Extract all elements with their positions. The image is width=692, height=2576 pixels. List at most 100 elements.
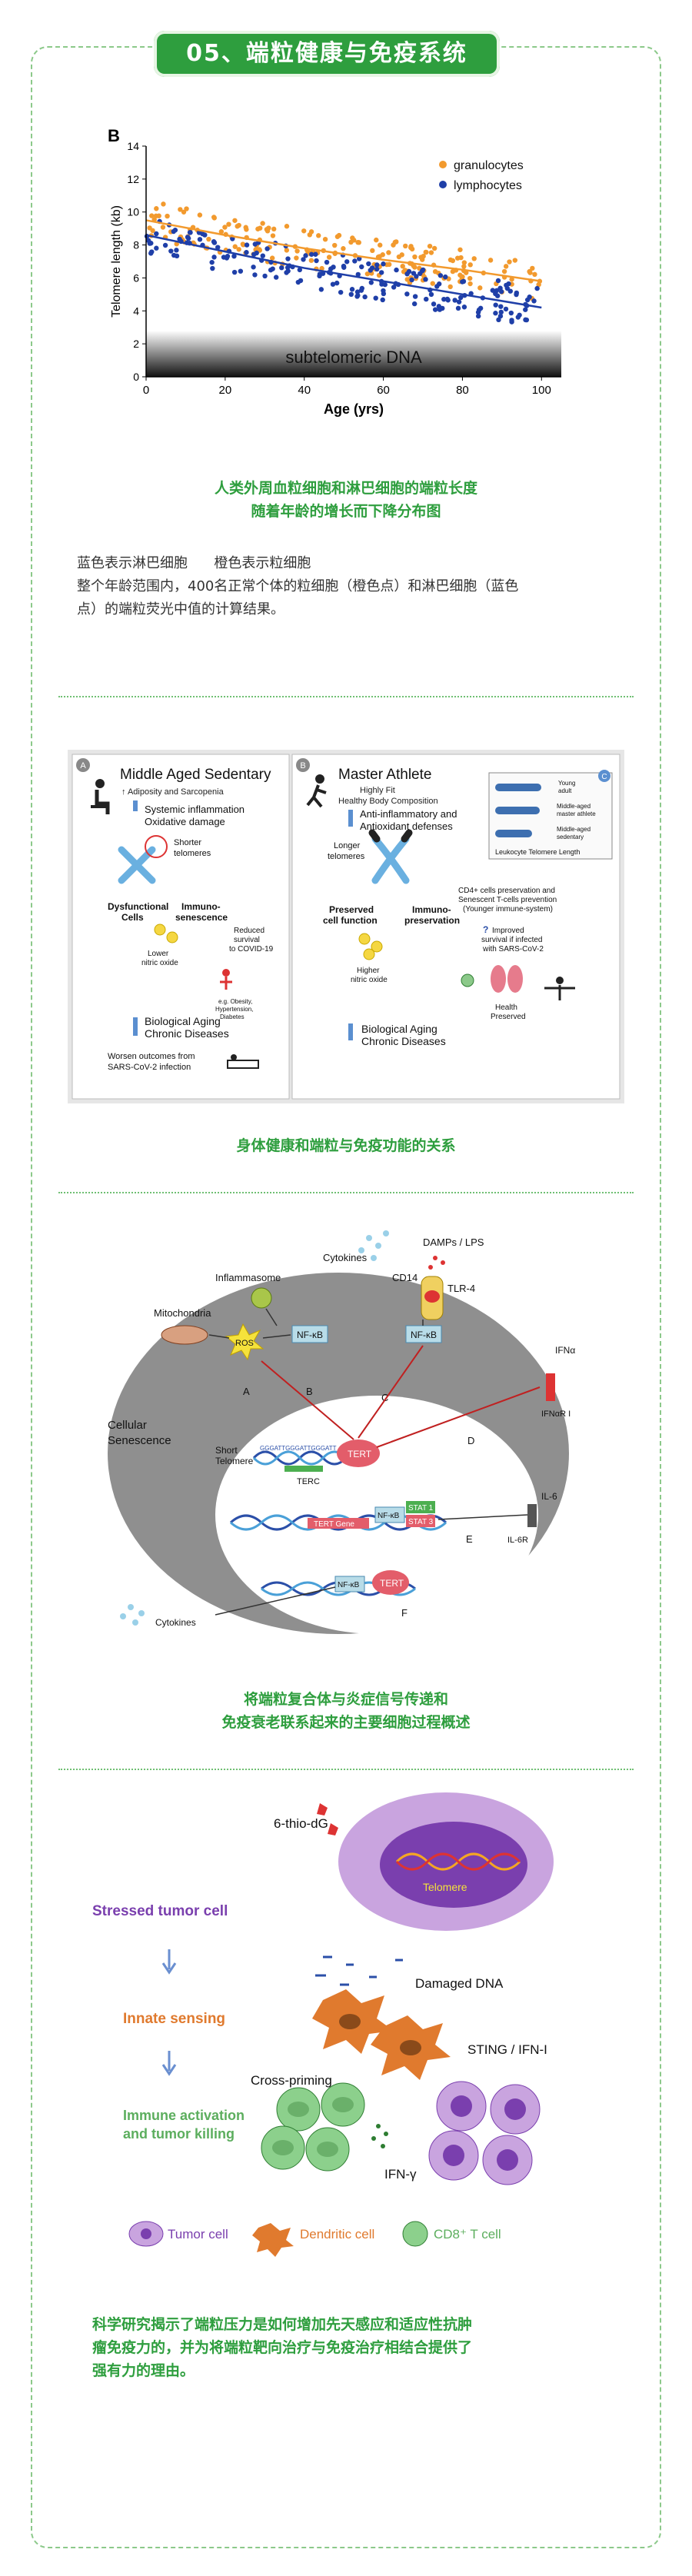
pathway-arrows [261,1345,541,1448]
panel-b-badge [296,758,310,772]
nfkb-bottom-label: NF-κB [338,1581,360,1589]
panel-a-aging: Biological Aging [145,1015,221,1027]
scatter-point-granulocytes [467,275,473,281]
scatter-point-lymphocytes [527,295,532,300]
section3-caption-line1: 将端粒复合体与炎症信号传递和 [243,1691,448,1708]
panel-b-cd4-1: CD4+ cells preservation and [458,887,555,895]
telomere-label: Telomere [423,1881,467,1893]
scatter-point-granulocytes [501,268,507,275]
nitric-oxide-icon [358,933,383,960]
scatter-point-granulocytes [536,281,541,288]
panel-a-eg1: e.g. Obesity, [218,998,252,1005]
ifna-label: IFNα [555,1345,575,1356]
scatter-point-lymphocytes [244,250,249,255]
scatter-point-lymphocytes [314,258,319,264]
scatter-point-granulocytes [509,277,514,282]
mitochondria-icon [161,1325,208,1345]
trend-line-lymphocytes [145,234,542,309]
scatter-point-lymphocytes [504,285,511,291]
scatter-point-granulocytes [181,209,187,215]
scatter-point-granulocytes [471,256,477,261]
scatter-point-granulocytes [428,250,434,255]
scatter-point-granulocytes [507,259,512,265]
scatter-point-granulocytes [387,261,392,268]
nfkb-right-label: NF-κB [411,1330,437,1340]
ifnar-label: IFNαR I [541,1409,571,1419]
scatter-point-granulocytes [257,225,263,231]
cytokines-bottom-label: Cytokines [155,1617,196,1628]
y-tick-label: 0 [133,371,139,383]
scatter-point-lymphocytes [517,312,522,318]
cytokines-top-label: Cytokines [323,1252,368,1263]
trend-line-granulocytes [145,219,542,282]
scatter-point-lymphocytes [374,266,380,272]
scatter-point-granulocytes [457,247,463,252]
tert-protein-icon [372,1570,409,1595]
scatter-point-granulocytes [467,262,473,268]
scatter-point-granulocytes [370,248,375,254]
senescence-label: Senescence [108,1434,171,1447]
immune-activation-label: Immune activation [123,2108,245,2123]
scatter-point-granulocytes [530,265,535,271]
scatter-point-granulocytes [150,228,155,234]
scatter-point-granulocytes [404,277,410,282]
panel-a-letter: A [80,761,86,770]
scatter-point-lymphocytes [534,285,540,291]
pathway-letter-f: F [401,1607,408,1619]
scatter-point-lymphocytes [455,305,461,311]
scatter-point-lymphocytes [414,274,419,279]
cellular-label: Cellular [108,1419,147,1432]
tert-label-bottom: TERT [380,1578,404,1589]
scatter-point-lymphocytes [391,285,397,290]
question-mark-icon: ? [483,924,488,935]
scatter-point-granulocytes [149,213,155,218]
scatter-point-lymphocytes [148,251,154,256]
tert-gene-label: TERT Gene [314,1520,354,1529]
x-tick-label: 0 [143,384,149,397]
scatter-point-granulocytes [408,244,414,249]
panel-c-ms2: sedentary [557,834,584,840]
panel-a-title: Middle Aged Sedentary [120,767,271,783]
thio-dg-label: 6-thio-dG [274,1816,328,1831]
scatter-point-lymphocytes [352,258,358,264]
stat3-label: STAT 3 [408,1518,434,1526]
scatter-point-lymphocytes [341,265,347,270]
scatter-point-granulocytes [307,232,312,238]
scatter-point-granulocytes [211,215,217,220]
legend-dendritic-cell: Dendritic cell [300,2227,374,2242]
tert-label-top: TERT [348,1449,372,1459]
senescence-cell-diagram: Cytokines DAMPs / LPS CD14 TLR-4 Inflamm… [108,1230,575,1634]
cd8-t-cell-legend-icon [402,2221,428,2247]
section4-caption-line3: 强有力的理由。 [92,2362,195,2379]
scatter-point-granulocytes [301,228,307,234]
scatter-point-granulocytes [532,271,537,278]
panel-a-shorter: Shorter [174,838,201,847]
x-tick-label: 80 [456,384,469,397]
scatter-point-granulocytes [161,201,166,207]
scatter-point-granulocytes [378,242,383,248]
tumor-immunity-diagram: 6-thio-dG Telomere Stressed tumor cell D… [92,1792,554,2257]
scatter-point-lymphocytes [411,301,418,307]
sitting-person-icon [91,779,110,814]
scatter-point-lymphocytes [440,305,445,311]
scatter-point-lymphocytes [495,278,501,284]
panel-b-cd4-2: Senescent T-cells prevention [458,896,557,904]
scatter-point-lymphocytes [498,309,504,315]
panel-a-chronic: Chronic Diseases [145,1027,229,1040]
scatter-point-lymphocytes [303,253,308,258]
scatter-point-lymphocytes [498,289,504,295]
scatter-point-lymphocytes [475,313,481,319]
panel-b-letter: B [300,761,305,770]
scatter-point-lymphocytes [210,265,215,271]
section1-text-line3: 点）的端粒荧光中值的计算结果。 [77,601,284,617]
damps-label: DAMPs / LPS [423,1236,484,1248]
scatter-point-granulocytes [184,206,189,211]
long-chromosome-icon [368,829,413,884]
panel-b-health1: Health [495,1003,517,1012]
scatter-point-lymphocytes [317,273,322,279]
scatter-point-lymphocytes [509,318,514,323]
scatter-point-granulocytes [396,254,402,260]
inflammasome-label: Inflammasome [215,1272,281,1283]
scatter-point-lymphocytes [268,267,274,273]
